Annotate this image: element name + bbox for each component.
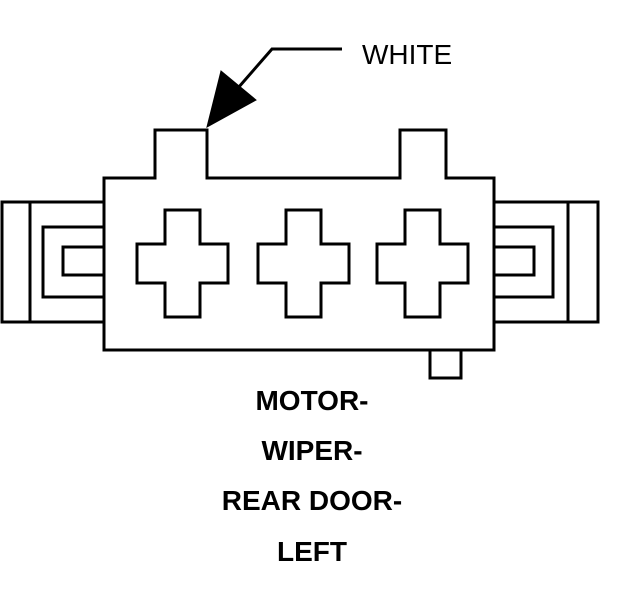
callout-leader-line	[236, 47, 342, 89]
right-latch-outer	[492, 200, 600, 324]
connector-name-line-3: REAR DOOR-	[221, 485, 403, 516]
bottom-key-tab	[428, 350, 463, 380]
cavity-3	[375, 208, 470, 319]
right-latch-tab	[492, 245, 536, 277]
connector-name-line-1: MOTOR-	[255, 385, 369, 416]
cavity-2	[256, 208, 351, 319]
callout-arrowhead	[206, 70, 257, 128]
right-latch-clip	[494, 225, 555, 299]
left-latch-clip	[41, 225, 104, 299]
connector-name-line-4: LEFT	[277, 536, 347, 567]
cavity-1	[135, 208, 230, 319]
connector-name-line-2: WIPER-	[261, 435, 363, 466]
left-latch-tab	[61, 245, 106, 277]
left-latch-outer	[0, 200, 106, 324]
connector-body	[102, 128, 496, 352]
wire-color-label: WHITE	[362, 39, 453, 70]
